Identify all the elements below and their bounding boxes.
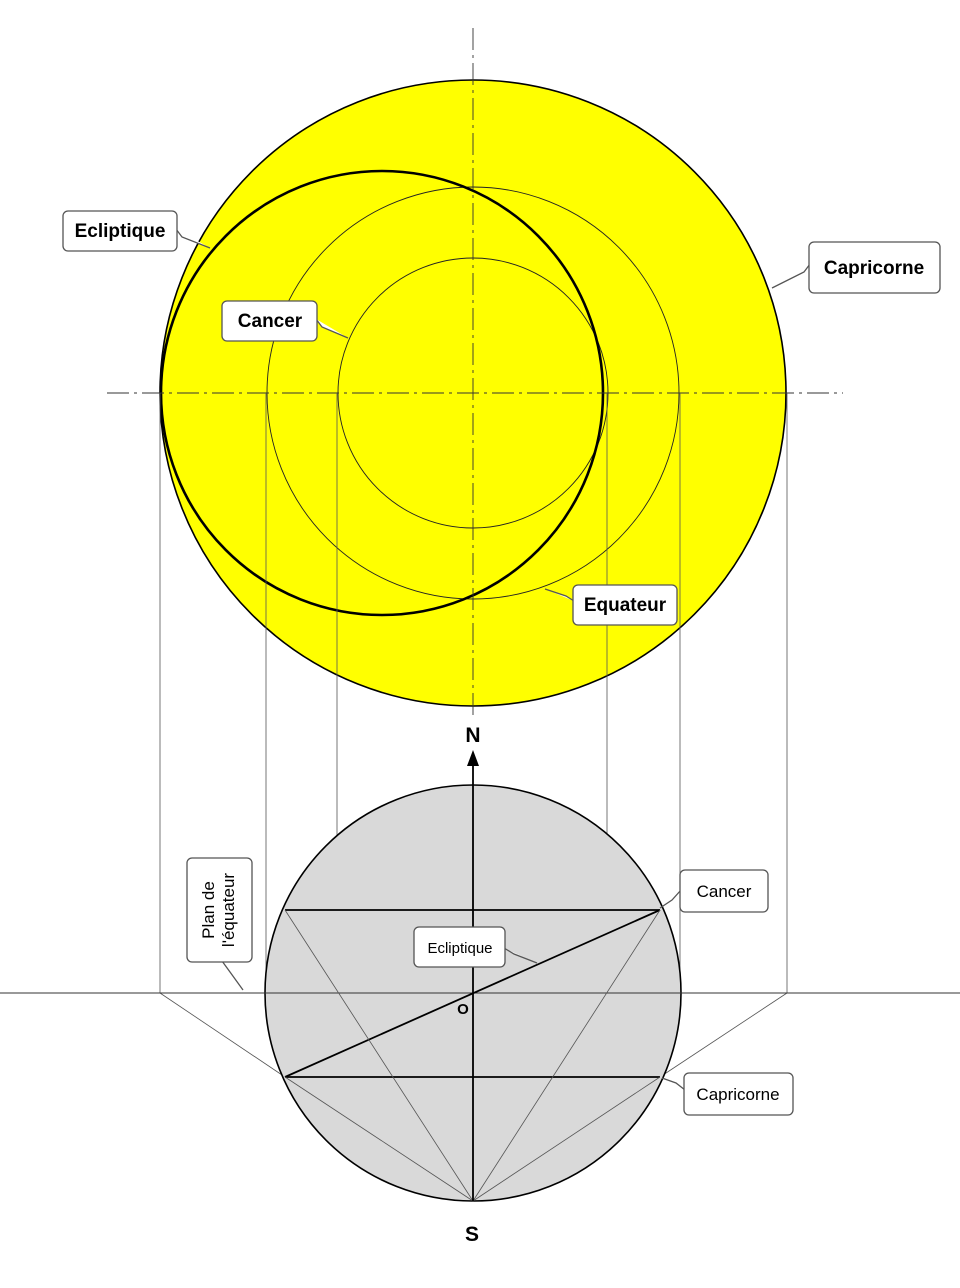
- ecliptique-side-label: Ecliptique: [427, 940, 492, 957]
- side-view: [0, 750, 960, 1202]
- ecliptique-top-label: Ecliptique: [75, 221, 166, 242]
- capricorne-top-label: Capricorne: [824, 258, 924, 279]
- callout-plan-equateur: Plan de l'équateur: [186, 857, 253, 991]
- callout-capricorne-top: Capricorne: [771, 241, 941, 294]
- callout-equateur-top: Equateur: [544, 584, 678, 626]
- north-label: N: [465, 724, 480, 747]
- capricorne-side-label: Capricorne: [696, 1085, 779, 1104]
- origin-label: O: [457, 1001, 469, 1018]
- callout-ecliptique-side: Ecliptique: [413, 926, 538, 968]
- south-label: S: [465, 1223, 479, 1246]
- callout-cancer-side: Cancer: [659, 869, 769, 913]
- cancer-top-label: Cancer: [238, 311, 303, 332]
- cancer-side-label: Cancer: [697, 882, 752, 901]
- top-view: [107, 28, 843, 715]
- plan-label-line2: l'équateur: [219, 873, 238, 947]
- callout-cancer-top: Cancer: [221, 300, 349, 342]
- callout-ecliptique-top: Ecliptique: [62, 210, 211, 252]
- equateur-top-label: Equateur: [584, 595, 667, 616]
- callout-capricorne-side: Capricorne: [661, 1072, 794, 1116]
- plan-label-line1: Plan de: [199, 881, 218, 939]
- north-arrow-icon: [467, 750, 479, 766]
